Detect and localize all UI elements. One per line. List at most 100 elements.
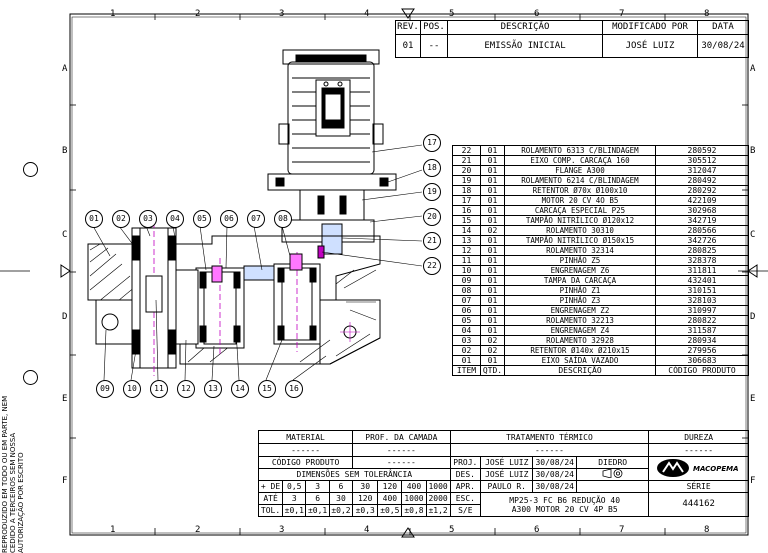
apr-name: PAULO R. [480, 480, 534, 493]
tol-to-label: ATÉ [257, 492, 284, 505]
grid-col-2: 2 [195, 9, 201, 19]
bom-item-number: 09 [452, 275, 481, 286]
bom-header-desc: DESCRIÇÃO [504, 365, 656, 376]
bom-item-number: 14 [452, 225, 481, 236]
esc-label: ESC. [449, 492, 482, 505]
bom-quantity: 01 [480, 235, 505, 246]
bom-product-code: 328103 [655, 295, 749, 306]
bom-item-number: 07 [452, 295, 481, 306]
projection-symbol [575, 468, 650, 481]
callout-balloon: 05 [193, 210, 211, 228]
bom-description: ROLAMENTO 6313 C/BLINDAGEM [504, 145, 656, 156]
rev-pos: -- [420, 34, 448, 58]
heat-treatment-value: ------ [449, 443, 650, 457]
bom-description: ROLAMENTO 6214 C/BLINDAGEM [504, 175, 656, 186]
callout-balloon: 20 [423, 207, 441, 226]
bom-product-code: 279956 [655, 345, 749, 356]
rev-header-date: DATA [697, 20, 749, 35]
grid-col-8: 8 [704, 9, 710, 19]
grid-col-5: 5 [449, 9, 455, 19]
grid-row-d-right: D [750, 312, 756, 322]
grid-row-e: E [62, 394, 68, 404]
des-label: DES. [449, 468, 482, 481]
bom-product-code: 280492 [655, 175, 749, 186]
product-code-label: CÓDIGO PRODUTO [257, 456, 354, 469]
material-value: ------ [257, 443, 354, 457]
bom-quantity: 01 [480, 215, 505, 226]
se-label: S/E [449, 504, 482, 517]
bom-quantity: 01 [480, 175, 505, 186]
callout-balloon: 09 [96, 380, 114, 398]
tol-tol-cell: ±0,1 [305, 504, 330, 517]
material-label: MATERIAL [257, 430, 354, 444]
bom-item-number: 22 [452, 145, 481, 156]
bom-product-code: 280825 [655, 245, 749, 256]
description-line-1: MP25-3 FC B6 REDUÇÃO 40 [509, 495, 621, 505]
tol-tol-cell: ±0,8 [401, 504, 427, 517]
bom-item-number: 15 [452, 215, 481, 226]
bom-product-code: 302968 [655, 205, 749, 216]
grid-col-7-bottom: 7 [619, 525, 625, 535]
grid-col-4: 4 [364, 9, 370, 19]
bom-quantity: 02 [480, 335, 505, 346]
diedro-label: DIEDRO [575, 456, 650, 469]
bom-description: PINHÃO Z3 [504, 295, 656, 306]
grid-col-6-bottom: 6 [534, 525, 540, 535]
heat-treatment-label: TRATAMENTO TÉRMICO [449, 430, 650, 444]
tol-from-cell: 30 [352, 480, 379, 493]
bom-item-number: 08 [452, 285, 481, 296]
bom-quantity: 02 [480, 345, 505, 356]
bom-description: ROLAMENTO 32213 [504, 315, 656, 326]
grid-col-8-bottom: 8 [704, 525, 710, 535]
bom-description: MOTOR 20 CV 4O B5 [504, 195, 656, 206]
bom-item-number: 19 [452, 175, 481, 186]
tol-to-cell: 120 [352, 492, 379, 505]
grid-row-f-right: F [750, 476, 756, 486]
punch-hole-top [23, 162, 38, 177]
grid-row-c-right: C [750, 230, 756, 240]
callout-balloon: 17 [423, 134, 441, 152]
company-logo: MACOPEMA [648, 456, 749, 481]
rev-header-desc: DESCRIÇÃO [447, 20, 603, 35]
tol-from-cell: 400 [401, 480, 427, 493]
bom-description: ROLAMENTO 32928 [504, 335, 656, 346]
bom-header-item: ITEM [452, 365, 481, 376]
rev-header-pos: POS. [420, 20, 448, 35]
grid-row-a: A [62, 64, 68, 74]
callout-balloon: 14 [231, 380, 249, 398]
bom-item-number: 18 [452, 185, 481, 196]
bom-item-number: 13 [452, 235, 481, 246]
bom-quantity: 02 [480, 225, 505, 236]
bom-quantity: 01 [480, 315, 505, 326]
bom-description: TAMPA DA CARCAÇA [504, 275, 656, 286]
tol-to-cell: 400 [377, 492, 403, 505]
callout-balloon: 13 [204, 380, 222, 398]
apr-label: APR. [449, 480, 482, 493]
grid-col-3-bottom: 3 [279, 525, 285, 535]
coating-value: ------ [352, 443, 451, 457]
grid-col-4-bottom: 4 [364, 525, 370, 535]
logo-text: MACOPEMA [693, 465, 739, 473]
callout-balloon: 11 [150, 380, 168, 398]
bom-description: TAMPÃO NITRÍLICO Ø120x12 [504, 215, 656, 226]
bom-product-code: 311811 [655, 265, 749, 276]
bom-description: ROLAMENTO 32314 [504, 245, 656, 256]
coating-label: PROF. DA CAMADA [352, 430, 451, 444]
callout-balloon: 19 [423, 183, 441, 202]
bom-description: RETENTOR Ø140x Ø210x15 [504, 345, 656, 356]
tol-to-cell: 6 [305, 492, 330, 505]
bom-product-code: 312047 [655, 165, 749, 176]
title-block: MATERIAL PROF. DA CAMADA TRATAMENTO TÉRM… [257, 430, 749, 517]
bom-product-code: 432401 [655, 275, 749, 286]
serie-label: SÉRIE [648, 480, 749, 493]
